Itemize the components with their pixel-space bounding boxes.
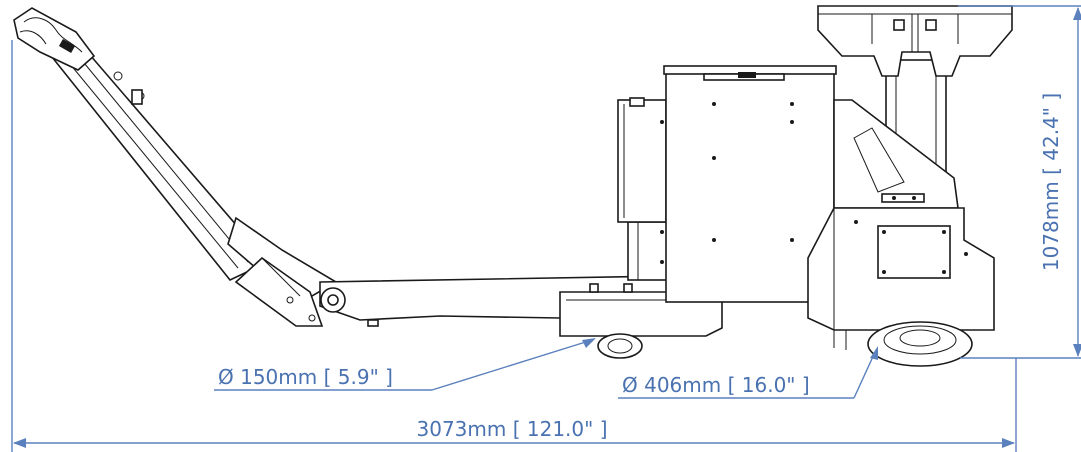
overall-length-label: 3073mm [ 121.0" ] [417, 417, 608, 441]
height-dimension: 1078mm [ 42.4" ] [958, 5, 1081, 359]
length-dimension: 3073mm [ 121.0" ] [11, 40, 1017, 452]
motor-column [617, 97, 669, 281]
dimension-annotations: 1078mm [ 42.4" ] 3073mm [ 121.0" ] Ø 150… [11, 5, 1081, 452]
large-wheel-dimension: Ø 406mm [ 16.0" ] [618, 346, 878, 399]
large-wheel-label: Ø 406mm [ 16.0" ] [622, 373, 810, 397]
tiller-handle [13, 7, 96, 71]
drive-housing [807, 207, 995, 350]
large-wheel [867, 321, 973, 367]
overall-height-label: 1078mm [ 42.4" ] [1039, 93, 1063, 271]
small-wheel [597, 333, 643, 359]
side-bracket [833, 99, 959, 209]
small-wheel-label: Ø 150mm [ 5.9" ] [218, 365, 393, 389]
main-cabinet [660, 65, 837, 303]
tiller-arm [46, 28, 338, 327]
tug-machine [13, 5, 1013, 367]
small-wheel-dimension: Ø 150mm [ 5.9" ] [214, 338, 596, 391]
